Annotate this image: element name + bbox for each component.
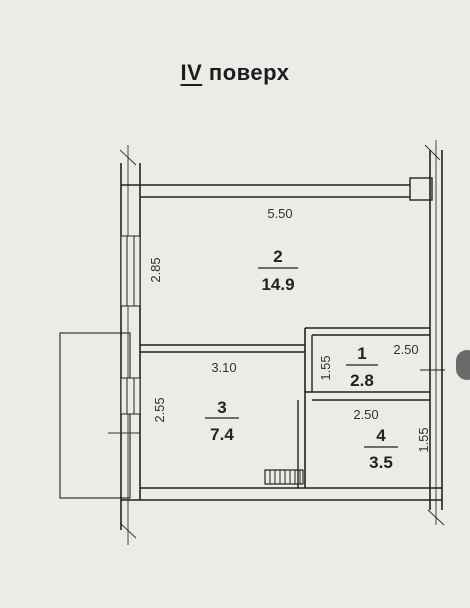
floor-title: IV поверх [0,60,470,86]
room3-depth-dim: 2.55 [152,397,167,422]
room1-depth-dim: 1.55 [318,355,333,380]
room4-number: 4 [376,426,386,445]
floor-number: IV [180,60,203,85]
room2-width-dim: 5.50 [267,206,292,221]
floor-word: поверх [208,60,290,85]
window-left-lower [120,377,141,415]
room3-area: 7.4 [210,425,234,444]
bottom-wall [121,487,442,501]
room4-width-dim: 2.50 [353,407,378,422]
room3-number: 3 [217,398,226,417]
top-wall [121,177,433,201]
room2-number: 2 [273,247,282,266]
room3-width-dim: 3.10 [211,360,236,375]
room1-area: 2.8 [350,371,374,390]
room1-width-dim: 2.50 [393,342,418,357]
left-wall [120,145,141,545]
room1-number: 1 [357,344,366,363]
vent-grille [264,469,304,485]
right-wall [429,140,443,525]
room2-area: 14.9 [261,275,294,294]
partition-2-3 [140,344,305,353]
scroll-handle[interactable] [456,350,470,380]
room4-area: 3.5 [369,453,393,472]
room2-depth-dim: 2.85 [148,257,163,282]
balcony-outline [59,332,131,499]
room4-depth-dim: 1.55 [416,427,431,452]
partition-rooms-1-4 [297,327,445,488]
dimension-ticks [108,144,445,539]
window-left-upper [120,235,141,307]
